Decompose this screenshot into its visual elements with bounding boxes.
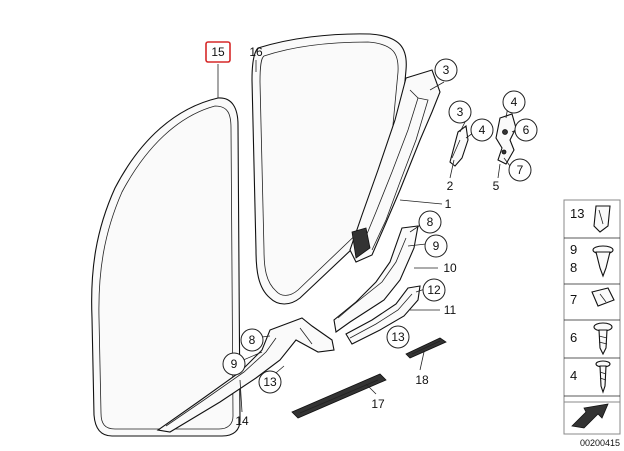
callout-label: 4: [479, 123, 486, 137]
callout-label: 13: [263, 375, 277, 389]
document-number: 00200415: [580, 438, 620, 448]
fastener-panel: 13 9 8 7 6 4: [563, 199, 621, 435]
callout-13-upper: 13: [386, 325, 410, 349]
fastener-number: 6: [570, 330, 577, 345]
callout-label: 12: [427, 283, 441, 297]
part-2-clip: [449, 125, 469, 167]
fastener-6-screw: [593, 322, 613, 356]
part-number: 11: [444, 303, 457, 317]
part-number: 17: [371, 397, 385, 411]
callout-8-lower: 8: [240, 328, 264, 352]
fastener-4-screw: [595, 360, 611, 394]
label-15-highlighted: 15: [205, 41, 231, 63]
callout-label: 3: [457, 105, 464, 119]
part-number: 10: [443, 261, 457, 275]
callout-7: 7: [508, 158, 532, 182]
part-number: 1: [445, 197, 452, 211]
part-number: 5: [493, 179, 500, 193]
callout-3-upper: 3: [434, 58, 458, 82]
callout-label: 8: [427, 215, 434, 229]
part-10-lower-trim: [333, 225, 419, 333]
callout-9-lower: 9: [222, 352, 246, 376]
fastener-9-8-rivet: [592, 245, 614, 278]
part-number: 16: [249, 45, 263, 59]
callout-9-upper: 9: [424, 234, 448, 258]
direction-arrow-icon: [563, 401, 621, 435]
part-1-pillar-trim: [349, 69, 441, 263]
part-number: 15: [211, 45, 225, 59]
fastener-number: 8: [570, 260, 577, 275]
fastener-number: 7: [570, 292, 577, 307]
fastener-7-nut: [591, 287, 615, 307]
fastener-number: 4: [570, 368, 577, 383]
callout-13-lower: 13: [258, 370, 282, 394]
fastener-number: 13: [570, 206, 584, 221]
part-15-door-seal: [91, 97, 241, 437]
part-number: 14: [235, 414, 249, 428]
part-17-sill-plate: [291, 373, 387, 419]
part-14-sill-trim: [156, 317, 335, 433]
callout-label: 7: [517, 163, 524, 177]
part-number: 18: [415, 373, 429, 387]
part-11-strip: [345, 285, 421, 345]
callout-label: 6: [523, 123, 530, 137]
callout-6: 6: [514, 118, 538, 142]
callout-4-clip: 4: [470, 118, 494, 142]
callout-8-upper: 8: [418, 210, 442, 234]
part-18-sill-plate: [405, 337, 447, 359]
callout-label: 9: [231, 357, 238, 371]
part-number: 2: [447, 179, 454, 193]
callout-label: 4: [511, 95, 518, 109]
callout-label: 9: [433, 239, 440, 253]
part-5-bracket: [495, 113, 517, 165]
callout-label: 8: [249, 333, 256, 347]
callout-3-clip: 3: [448, 100, 472, 124]
fastener-13-clip: [593, 205, 611, 233]
fastener-number: 9: [570, 242, 577, 257]
callout-label: 3: [443, 63, 450, 77]
callout-4-bracket: 4: [502, 90, 526, 114]
callout-12: 12: [422, 278, 446, 302]
callout-label: 13: [391, 330, 405, 344]
